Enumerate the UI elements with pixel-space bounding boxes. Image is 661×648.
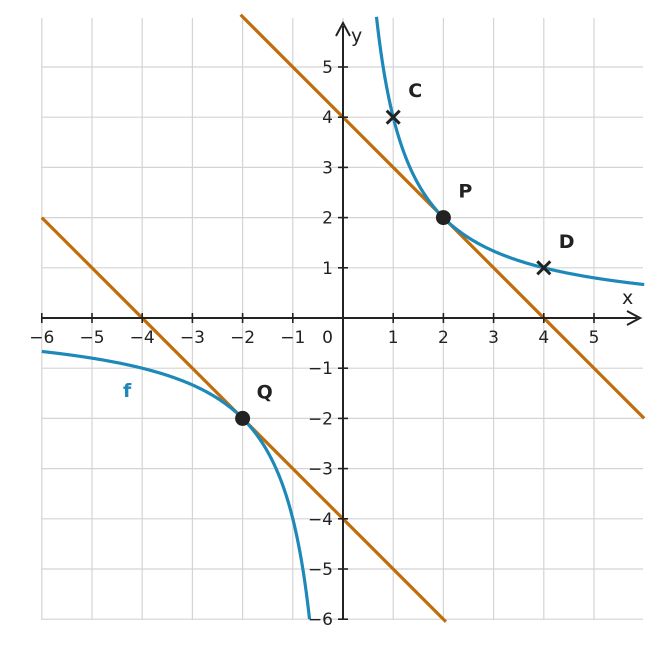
- point-label-c: C: [408, 80, 422, 102]
- curve-f-branch-negative: [41, 349, 312, 620]
- y-tick-label: 4: [322, 108, 333, 128]
- point-label-p: P: [458, 181, 472, 203]
- y-tick-label: −4: [308, 510, 333, 530]
- x-tick-label: −2: [230, 328, 255, 348]
- curve-f: f: [41, 16, 645, 620]
- point-p-dot: [435, 210, 451, 226]
- x-axis-label: x: [622, 287, 633, 309]
- origin-label: 0: [322, 328, 333, 348]
- x-tick-label: −6: [29, 328, 54, 348]
- cross-stroke: [385, 109, 401, 125]
- x-tick-label: 5: [589, 328, 600, 348]
- point-q-dot: [235, 410, 251, 426]
- curve-f-branch-positive: [374, 16, 645, 287]
- y-tick-label: −3: [308, 460, 333, 480]
- point-c-cross: [385, 109, 401, 125]
- x-axis-arrow: [626, 310, 643, 326]
- y-tick-label: 5: [322, 58, 333, 78]
- y-tick-label: 3: [322, 158, 333, 178]
- x-tick-label: 1: [388, 328, 399, 348]
- y-tick-label: −6: [308, 610, 333, 630]
- curve-label-f: f: [123, 380, 132, 402]
- point-label-d: D: [559, 231, 575, 253]
- axes: x y −6 −5 −4 −3 −2 −1 1 2 3 4 5 −6 −5 −4 −3 −2 −1 1 2 3 4 5 0: [29, 20, 643, 630]
- x-tick-label: −1: [280, 328, 305, 348]
- points: C P D Q: [235, 80, 575, 426]
- x-tick-label: −5: [79, 328, 104, 348]
- x-tick-label: 2: [438, 328, 449, 348]
- y-axis-label: y: [351, 25, 362, 47]
- cross-stroke: [536, 260, 552, 276]
- y-tick-label: 1: [322, 259, 333, 279]
- y-tick-label: 2: [322, 209, 333, 229]
- y-tick-label: −1: [308, 359, 333, 379]
- point-label-q: Q: [257, 381, 273, 403]
- y-tick-label: −5: [308, 560, 333, 580]
- y-tick-label: −2: [308, 409, 333, 429]
- x-tick-label: 4: [538, 328, 549, 348]
- y-axis-arrow: [335, 20, 351, 37]
- point-d-cross: [536, 260, 552, 276]
- x-tick-label: −4: [130, 328, 155, 348]
- x-tick-label: 3: [488, 328, 499, 348]
- x-tick-label: −3: [180, 328, 205, 348]
